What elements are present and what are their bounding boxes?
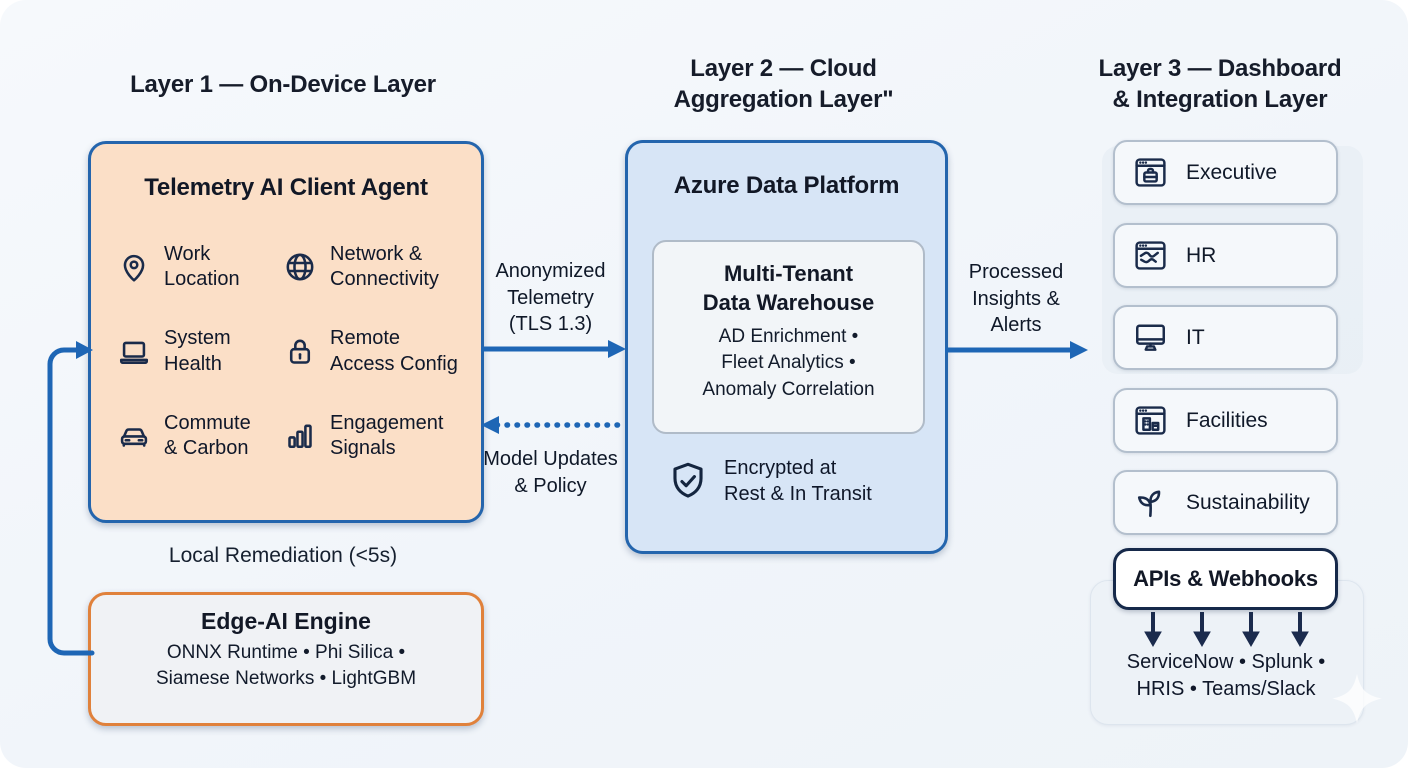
feature-commute-carbon: Commute & Carbon <box>117 411 267 461</box>
feature-label: Network & Connectivity <box>330 243 439 291</box>
data-warehouse-box: Multi-Tenant Data Warehouse AD Enrichmen… <box>652 240 925 434</box>
layer1-title: Layer 1 — On-Device Layer <box>130 71 436 98</box>
local-remediation-label: Local Remediation (<5s) <box>168 544 398 567</box>
feature-system-health: System Health <box>117 326 267 376</box>
telemetry-feature-grid: Work Location Network & Connectivity Sys… <box>117 242 461 461</box>
dashboard-item-executive: Executive <box>1113 140 1338 205</box>
edge-ai-engine-box: Edge-AI Engine ONNX Runtime • Phi Silica… <box>88 592 484 726</box>
browser-building-icon <box>1135 406 1166 435</box>
edge-ai-engine-stack: ONNX Runtime • Phi Silica • Siamese Netw… <box>155 642 417 690</box>
dashboard-item-hr: HR <box>1113 223 1338 288</box>
dashboard-label: Facilities <box>1186 408 1268 432</box>
telemetry-arrow <box>481 340 626 358</box>
layer2-title: Layer 2 — Cloud Aggregation Layer" <box>673 55 894 113</box>
sparkle-watermark <box>1332 674 1382 724</box>
feature-label: Work Location <box>164 243 240 291</box>
padlock-icon <box>289 339 311 364</box>
feature-network-connectivity: Network & Connectivity <box>283 242 461 292</box>
dashboard-item-it: IT <box>1113 305 1338 370</box>
feature-label: Engagement Signals <box>330 411 444 459</box>
feature-label: Remote Access Config <box>330 327 458 375</box>
insights-arrow <box>945 341 1088 359</box>
laptop-icon <box>119 341 149 364</box>
bar-chart-icon <box>288 424 312 448</box>
feature-work-location: Work Location <box>117 242 267 292</box>
integration-targets-label: ServiceNow • Splunk • HRIS • Teams/Slack <box>1126 651 1326 700</box>
location-pin-icon <box>123 255 145 282</box>
browser-handshake-icon <box>1135 241 1166 270</box>
dashboard-label: Sustainability <box>1186 490 1310 514</box>
dashboard-label: Executive <box>1186 160 1278 184</box>
sprout-icon <box>1137 490 1161 518</box>
model-updates-flow-label: Model Updates & Policy <box>483 448 618 497</box>
telemetry-flow-label: Anonymized Telemetry (TLS 1.3) <box>495 260 606 336</box>
model-updates-arrow <box>481 416 625 434</box>
edge-ai-engine-title: Edge-AI Engine <box>201 608 371 634</box>
car-icon <box>120 428 148 447</box>
browser-briefcase-icon <box>1135 158 1166 187</box>
encryption-label: Encrypted at Rest & In Transit <box>724 457 872 506</box>
globe-icon <box>286 253 314 281</box>
shield-check-icon <box>673 463 703 498</box>
dashboard-item-sustainability: Sustainability <box>1113 470 1338 535</box>
feature-engagement-signals: Engagement Signals <box>283 411 461 461</box>
layer3-title: Layer 3 — Dashboard & Integration Layer <box>1098 55 1342 113</box>
telemetry-agent-box: Telemetry AI Client Agent Work Location … <box>88 141 484 523</box>
insights-flow-label: Processed Insights & Alerts <box>968 261 1064 337</box>
feature-label: System Health <box>164 327 231 375</box>
monitor-icon <box>1136 324 1165 351</box>
azure-platform-box: Azure Data Platform Multi-Tenant Data Wa… <box>625 140 948 554</box>
telemetry-agent-title: Telemetry AI Client Agent <box>144 174 428 201</box>
data-warehouse-features: AD Enrichment • Fleet Analytics • Anomal… <box>702 326 875 400</box>
azure-platform-title: Azure Data Platform <box>673 172 900 199</box>
encryption-row: Encrypted at Rest & In Transit <box>666 455 872 508</box>
remediation-loop-arrow <box>47 341 95 656</box>
feature-label: Commute & Carbon <box>164 411 251 459</box>
feature-remote-access: Remote Access Config <box>283 326 461 376</box>
dashboard-label: IT <box>1186 325 1205 349</box>
data-warehouse-title: Multi-Tenant Data Warehouse <box>702 261 875 316</box>
dashboard-label: HR <box>1186 243 1217 267</box>
dashboard-item-facilities: Facilities <box>1113 388 1338 453</box>
apis-webhooks-label: APIs & Webhooks <box>1133 566 1318 591</box>
apis-webhooks-box: APIs & Webhooks <box>1113 548 1338 610</box>
